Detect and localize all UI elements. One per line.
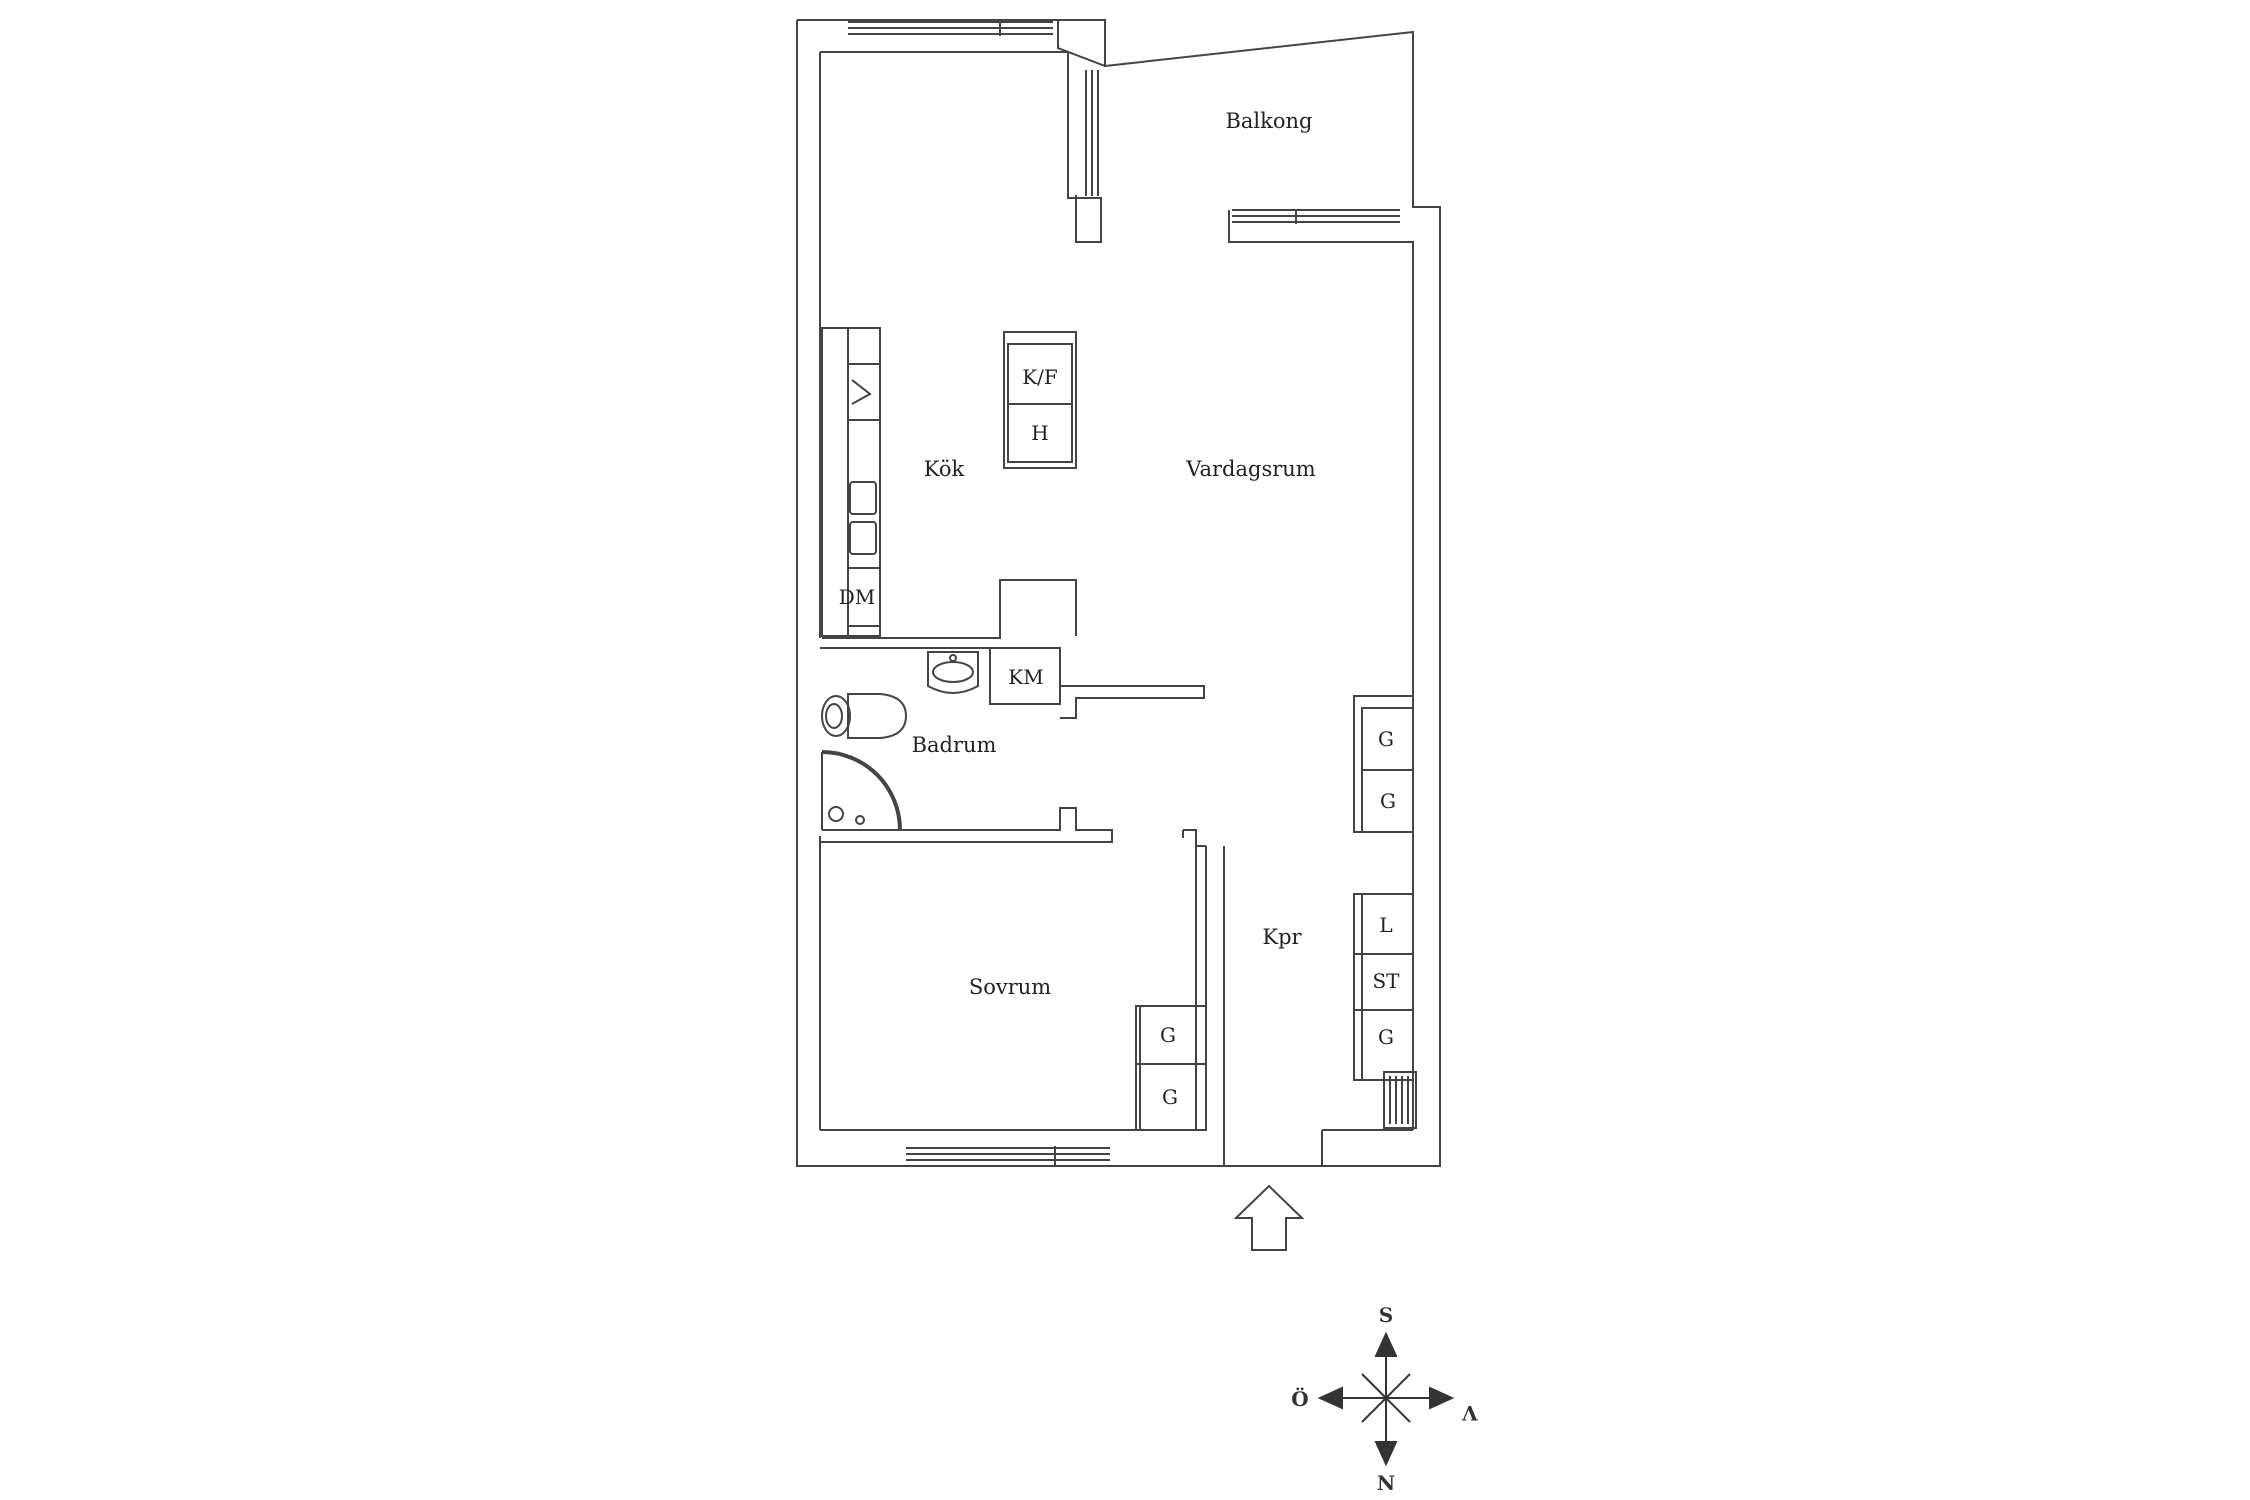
fixture-label-g2: G bbox=[1380, 789, 1396, 813]
fixture-label-l: L bbox=[1379, 913, 1392, 937]
fixture-label-h: H bbox=[1031, 421, 1048, 445]
fixture-label-dm: DM bbox=[839, 585, 876, 609]
fixture-label-st: ST bbox=[1372, 969, 1400, 993]
fridge-freezer-unit bbox=[1003, 331, 1077, 469]
windows bbox=[848, 20, 1400, 1166]
room-label-kok: Kök bbox=[924, 457, 965, 481]
radiator bbox=[1383, 1071, 1417, 1129]
fixture-label-g5: G bbox=[1162, 1085, 1178, 1109]
compass-label-right: V bbox=[1462, 1401, 1479, 1425]
compass-label-bottom: N bbox=[1377, 1471, 1395, 1495]
room-label-vardagsrum: Vardagsrum bbox=[1185, 457, 1316, 481]
room-label-balkong: Balkong bbox=[1225, 109, 1312, 133]
fixture-label-km: KM bbox=[1008, 665, 1043, 689]
wardrobes bbox=[1135, 695, 1414, 1131]
compass-label-left: Ö bbox=[1291, 1386, 1308, 1411]
compass-icon bbox=[1317, 1331, 1455, 1467]
kitchen-counter bbox=[821, 327, 881, 637]
room-label-sovrum: Sovrum bbox=[969, 975, 1051, 999]
outer-walls bbox=[796, 19, 1441, 1167]
fixture-label-kf: K/F bbox=[1022, 365, 1058, 389]
room-label-kpr: Kpr bbox=[1262, 925, 1302, 949]
fixture-label-g4: G bbox=[1160, 1023, 1176, 1047]
inner-walls bbox=[820, 579, 1207, 1130]
bathroom-fixtures bbox=[821, 651, 979, 831]
compass-label-top: S bbox=[1379, 1303, 1393, 1327]
fixture-label-g3: G bbox=[1378, 1025, 1394, 1049]
room-label-badrum: Badrum bbox=[912, 733, 997, 757]
fixture-label-g1: G bbox=[1378, 727, 1394, 751]
entrance-arrow-icon bbox=[1233, 1184, 1305, 1251]
